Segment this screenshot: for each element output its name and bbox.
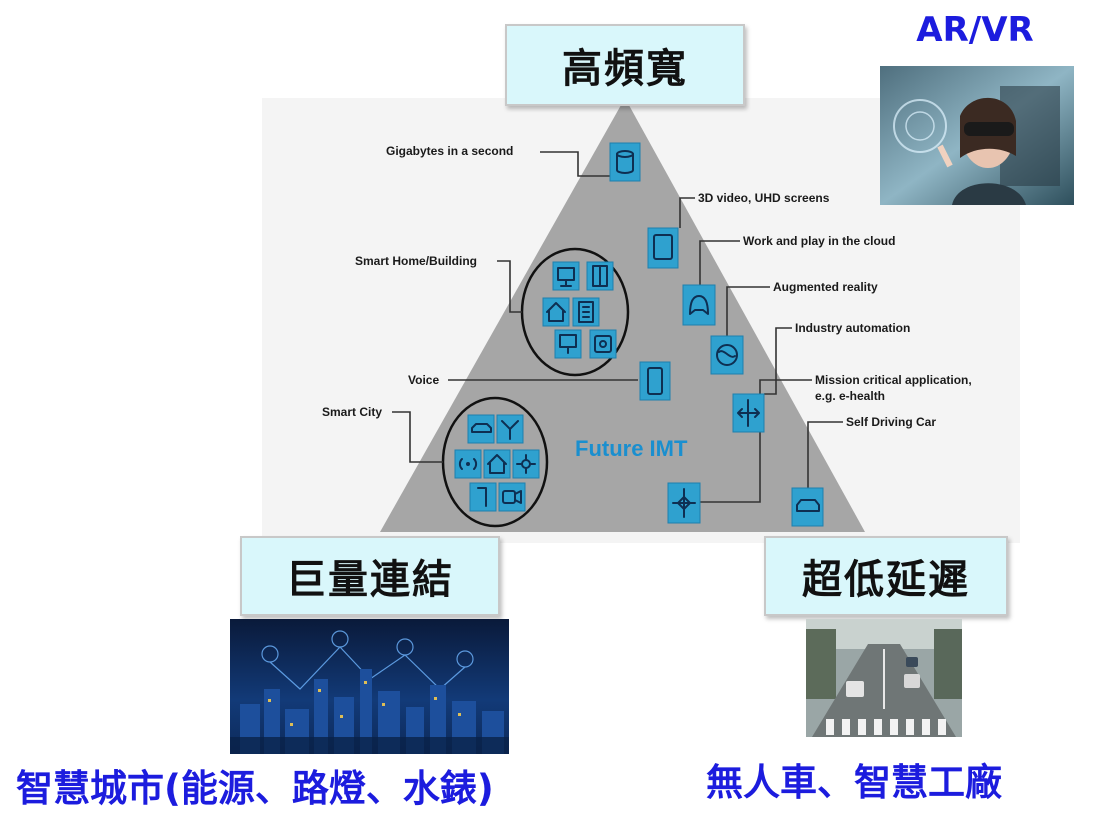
smartphone-icon	[639, 361, 671, 401]
tag-high-bandwidth: 高頻寬	[505, 24, 745, 106]
camera-icon	[589, 329, 617, 359]
tag-ultra-low-latency: 超低延遲	[764, 536, 1008, 616]
label-cloud: Work and play in the cloud	[743, 234, 895, 248]
label-ehealth: e.g. e-health	[815, 389, 885, 403]
fan-icon	[512, 449, 540, 479]
car-icon	[791, 487, 824, 527]
label-self-driving: Self Driving Car	[846, 415, 936, 429]
self-driving-connector	[807, 421, 843, 488]
label-gigabytes: Gigabytes in a second	[386, 144, 513, 158]
smart-city-connector	[392, 411, 443, 463]
building-icon	[586, 261, 614, 291]
fan-icon	[496, 414, 524, 444]
tablet-icon	[647, 227, 679, 269]
label-mission-critical: Mission critical application,	[815, 373, 972, 387]
monitor-icon	[552, 261, 580, 291]
gamepad-icon	[682, 284, 716, 326]
mission-connector	[700, 379, 812, 503]
car-icon	[467, 414, 495, 444]
label-smart-home: Smart Home/Building	[355, 254, 477, 268]
label-industry-automation: Industry automation	[795, 321, 910, 335]
home-icon	[542, 297, 570, 327]
caption-smart-factory: 無人車、智慧工廠	[706, 761, 1002, 804]
augmented-connector	[726, 286, 770, 336]
crosshair-icon	[667, 482, 701, 524]
streetlight-icon	[469, 482, 497, 512]
globe-icon	[710, 335, 744, 375]
caption-smart-city: 智慧城市(能源、路燈、水錶)	[16, 767, 494, 810]
building-icon	[572, 297, 600, 327]
tag-massive-connectivity: 巨量連結	[240, 536, 500, 616]
video3d-connector	[679, 197, 695, 228]
future-imt-title: Future IMT	[575, 436, 688, 461]
wifi-icon	[454, 449, 482, 479]
industry-connector	[764, 327, 792, 395]
camera-icon	[498, 482, 526, 512]
label-smart-city: Smart City	[322, 405, 382, 419]
ar-vr-photo	[880, 66, 1074, 205]
monitor-icon	[554, 329, 582, 359]
label-3d-video: 3D video, UHD screens	[698, 191, 830, 205]
arrows-icon	[732, 393, 765, 433]
database-icon	[609, 142, 641, 182]
home-icon	[483, 449, 511, 479]
smart-home-connector	[497, 260, 522, 313]
label-voice: Voice	[408, 373, 439, 387]
autonomous-road-photo	[806, 619, 962, 737]
smart-city-photo	[230, 619, 509, 754]
gigabytes-connector	[540, 151, 610, 177]
label-augmented-reality: Augmented reality	[773, 280, 878, 294]
ar-vr-label: AR/VR	[916, 10, 1034, 50]
cloud-connector	[699, 240, 740, 285]
